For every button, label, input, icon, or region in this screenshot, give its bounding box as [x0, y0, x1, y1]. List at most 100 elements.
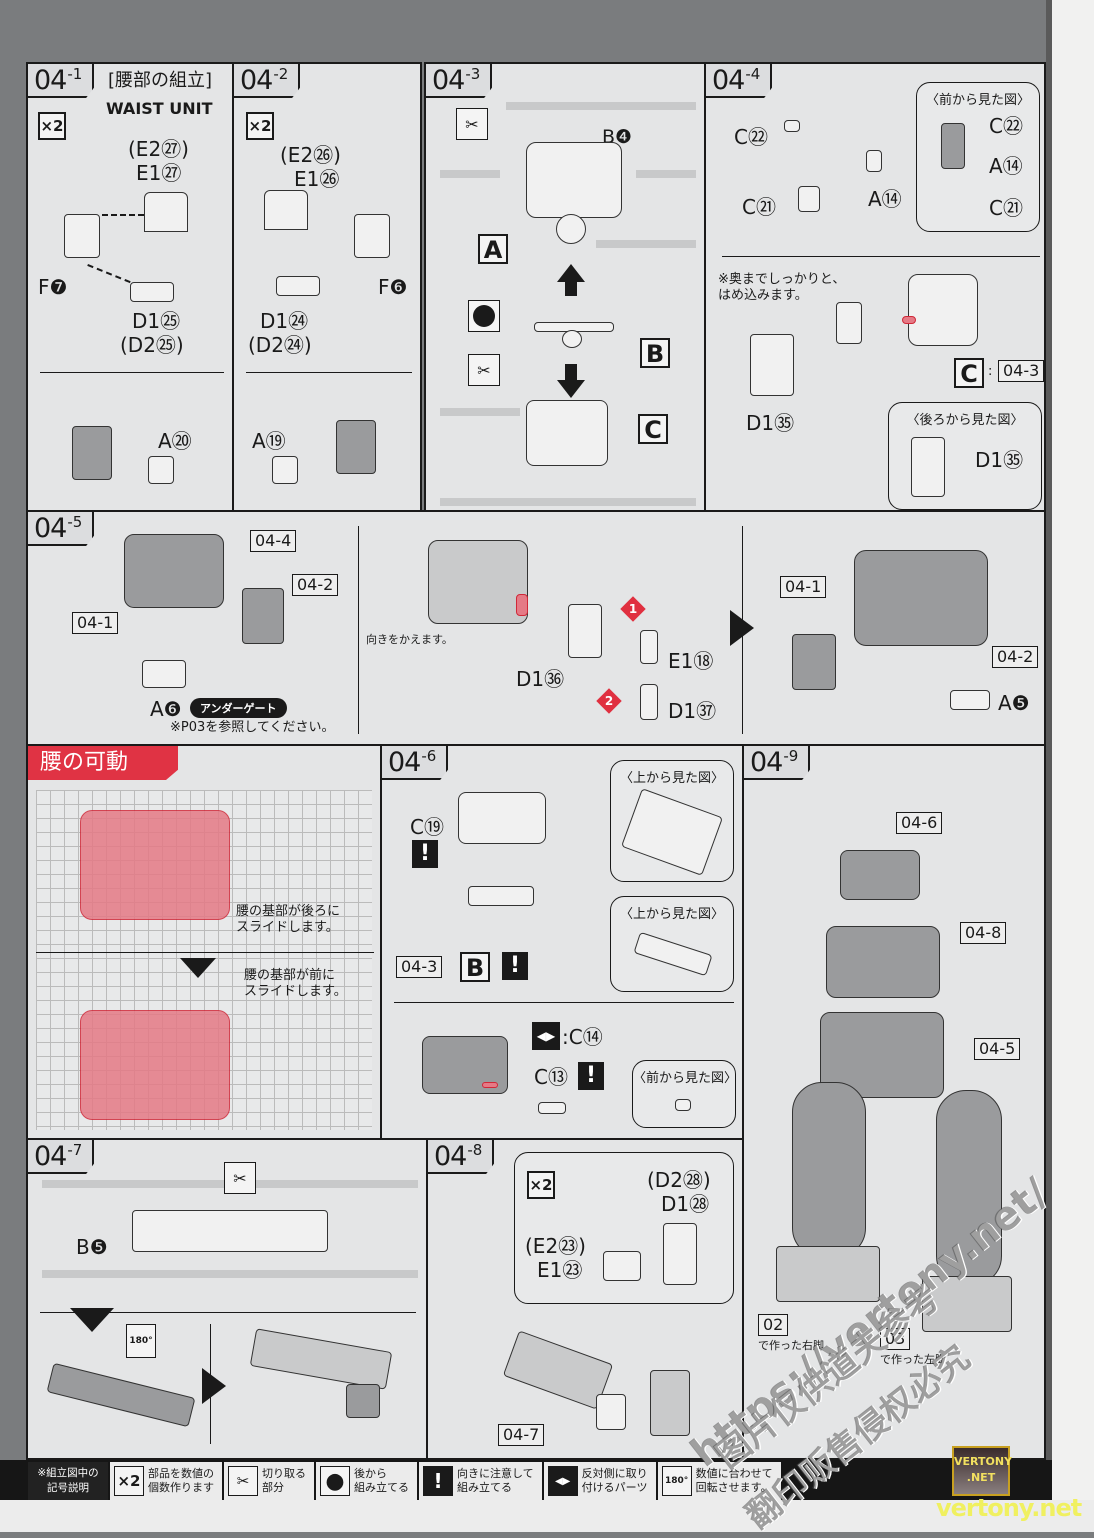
right-leg-caption: で作った右脚: [758, 1339, 824, 1352]
x2-icon: ×2: [527, 1171, 555, 1199]
top-view-drawing: [620, 788, 724, 876]
step-sub-number: -8: [467, 1141, 483, 1159]
step-ref-tag: 04-3: [396, 956, 443, 978]
part-label: E1㉓: [537, 1258, 583, 1282]
step-number-tag: 04-5: [26, 510, 95, 546]
turn-note: 向きをかえます。: [366, 633, 453, 646]
x2-icon: ×2: [246, 112, 274, 140]
step-number-tag: 04-2: [232, 62, 301, 98]
waist-motion-panel: 腰の可動 腰の基部が後ろに スライドします。 腰の基部が前に スライドします。: [26, 744, 382, 1140]
part-label: A⑳: [158, 429, 192, 453]
part-label: (D2㉕): [120, 333, 184, 357]
assemble-later-icon: [468, 300, 500, 332]
step-number: 04: [712, 65, 745, 96]
rotate-icon: 180°: [661, 1466, 692, 1496]
caution-icon: !: [578, 1062, 604, 1090]
part-b-drawing: [468, 886, 534, 906]
left-foot-drawing: [922, 1276, 1012, 1332]
left-leg-caption: で作った左脚: [880, 1353, 946, 1366]
part-label: C⑬: [534, 1065, 568, 1089]
next-arrow-icon: [202, 1368, 226, 1404]
mirror-part-icon: ◀▶: [532, 1022, 560, 1050]
step-sub-number: -3: [465, 65, 481, 83]
armor-plate-drawing: [650, 1370, 690, 1436]
step-04-2-panel: 04-2 ×2 (E2㉖) E1㉖ F❻ D1㉔ (D2㉔) A⑲: [232, 62, 422, 512]
legend-text: 反対側に取り 付けるパーツ: [581, 1467, 648, 1494]
waist-armor-drawing: [72, 426, 112, 480]
back-view-callout: 〈後ろから見た図〉 D1㉟: [888, 402, 1042, 510]
part-label: D1㉔: [260, 309, 309, 333]
assembled-part-drawing: [941, 123, 965, 169]
legend-text: 切り取る 部分: [262, 1467, 306, 1494]
step-number-tag: 04-4: [704, 62, 773, 98]
step-ref-tag: 04-2: [292, 574, 339, 596]
step-number-tag: 04-6: [380, 744, 449, 780]
arrow-up-icon: [557, 264, 585, 282]
part-label: C㉒: [989, 114, 1023, 138]
part-c13-drawing: [538, 1102, 566, 1114]
part-label: (E2㉓): [525, 1234, 586, 1258]
part-c21-drawing: [798, 186, 820, 212]
runner-frame: [596, 240, 696, 248]
part-a14-drawing: [866, 150, 882, 172]
legend-item-rotate: 180° 数値に合わせて 回転させます。: [657, 1462, 781, 1500]
left-leg-drawing: [936, 1090, 1002, 1286]
part-label: A❻: [150, 697, 182, 721]
caption-slide-back: 腰の基部が後ろに スライドします。: [236, 904, 341, 935]
nippers-icon: ✂: [456, 108, 488, 140]
next-arrow-icon: [730, 610, 754, 646]
step-sub-number: -7: [67, 1141, 83, 1159]
part-label: A⑲: [252, 429, 286, 453]
top-view-callout-2: 〈上から見た図〉: [610, 896, 734, 992]
part-d1-drawing: [276, 276, 320, 296]
folded-tab-drawing: [346, 1384, 380, 1418]
page-edge: [1046, 0, 1052, 1532]
part-f-drawing: [354, 214, 390, 258]
rotating-part-drawing: [46, 1362, 196, 1428]
top-view-drawing: [633, 931, 713, 977]
ref-letter-b: B: [460, 952, 490, 982]
part-label: C⑲: [410, 815, 444, 839]
part-c22-drawing: [784, 120, 800, 132]
right-foot-drawing: [776, 1246, 880, 1302]
step-sub-number: -2: [273, 65, 289, 83]
part-label: C㉒: [734, 125, 768, 149]
part-drawing: [836, 302, 862, 344]
folded-part-drawing: [249, 1328, 393, 1390]
assembly-callout: ×2 (D2㉘) D1㉘ (E2㉓) E1㉓: [514, 1152, 734, 1304]
step-ref-tag: 04-8: [960, 922, 1007, 944]
step-number: 04: [434, 1141, 467, 1172]
step-04-6-panel: 04-6 C⑲ ! 04-3 B ! 〈上から見た図〉 〈上から見た図〉 ◀▶ …: [380, 744, 744, 1140]
part-e1-18-drawing: [640, 630, 658, 664]
waist-back-drawing: [428, 540, 528, 624]
highlight-peg: [902, 316, 916, 324]
part-d1-drawing: [130, 282, 174, 302]
part-e1-drawing: [264, 190, 308, 230]
undergate-badge: アンダーゲート: [190, 698, 287, 718]
order-number: 2: [604, 694, 614, 708]
step-04-7-panel: 04-7 ✂ B❺ 180°: [26, 1138, 428, 1460]
right-leg-drawing: [792, 1082, 866, 1258]
arrow-down-icon: [70, 1308, 114, 1332]
caution-icon: !: [423, 1466, 453, 1496]
part-a-drawing: [148, 456, 174, 484]
part-label: (D2㉘): [647, 1168, 711, 1192]
assemble-later-icon: ●: [320, 1466, 350, 1496]
step-number: 04: [240, 65, 273, 96]
legend-text: 後から 組み立てる: [354, 1467, 409, 1494]
part-label: A⑭: [868, 187, 902, 211]
nippers-icon: ✂: [224, 1162, 256, 1194]
part-label: A❺: [998, 691, 1030, 715]
step-ref-tag: 04-2: [992, 646, 1039, 668]
insert-note: ※奥までしっかりと、 はめ込みます。: [718, 272, 846, 303]
section-title-jp: [腰部の組立]: [108, 70, 213, 91]
front-view-callout: 〈前から見た図〉: [632, 1060, 737, 1128]
order-mark-2: 2: [596, 688, 622, 714]
part-label: D1㉟: [975, 448, 1024, 472]
part-d1-drawing: [663, 1223, 697, 1285]
caption-slide-front: 腰の基部が前に スライドします。: [244, 968, 347, 999]
symbol-legend: ※組立図中の 記号説明 ×2 部品を数値の 個数作ります ✂ 切り取る 部分 ●…: [28, 1462, 781, 1500]
step-number: 04: [432, 65, 465, 96]
step-sub-number: -1: [67, 65, 83, 83]
arrow-down-shaft: [565, 364, 577, 380]
